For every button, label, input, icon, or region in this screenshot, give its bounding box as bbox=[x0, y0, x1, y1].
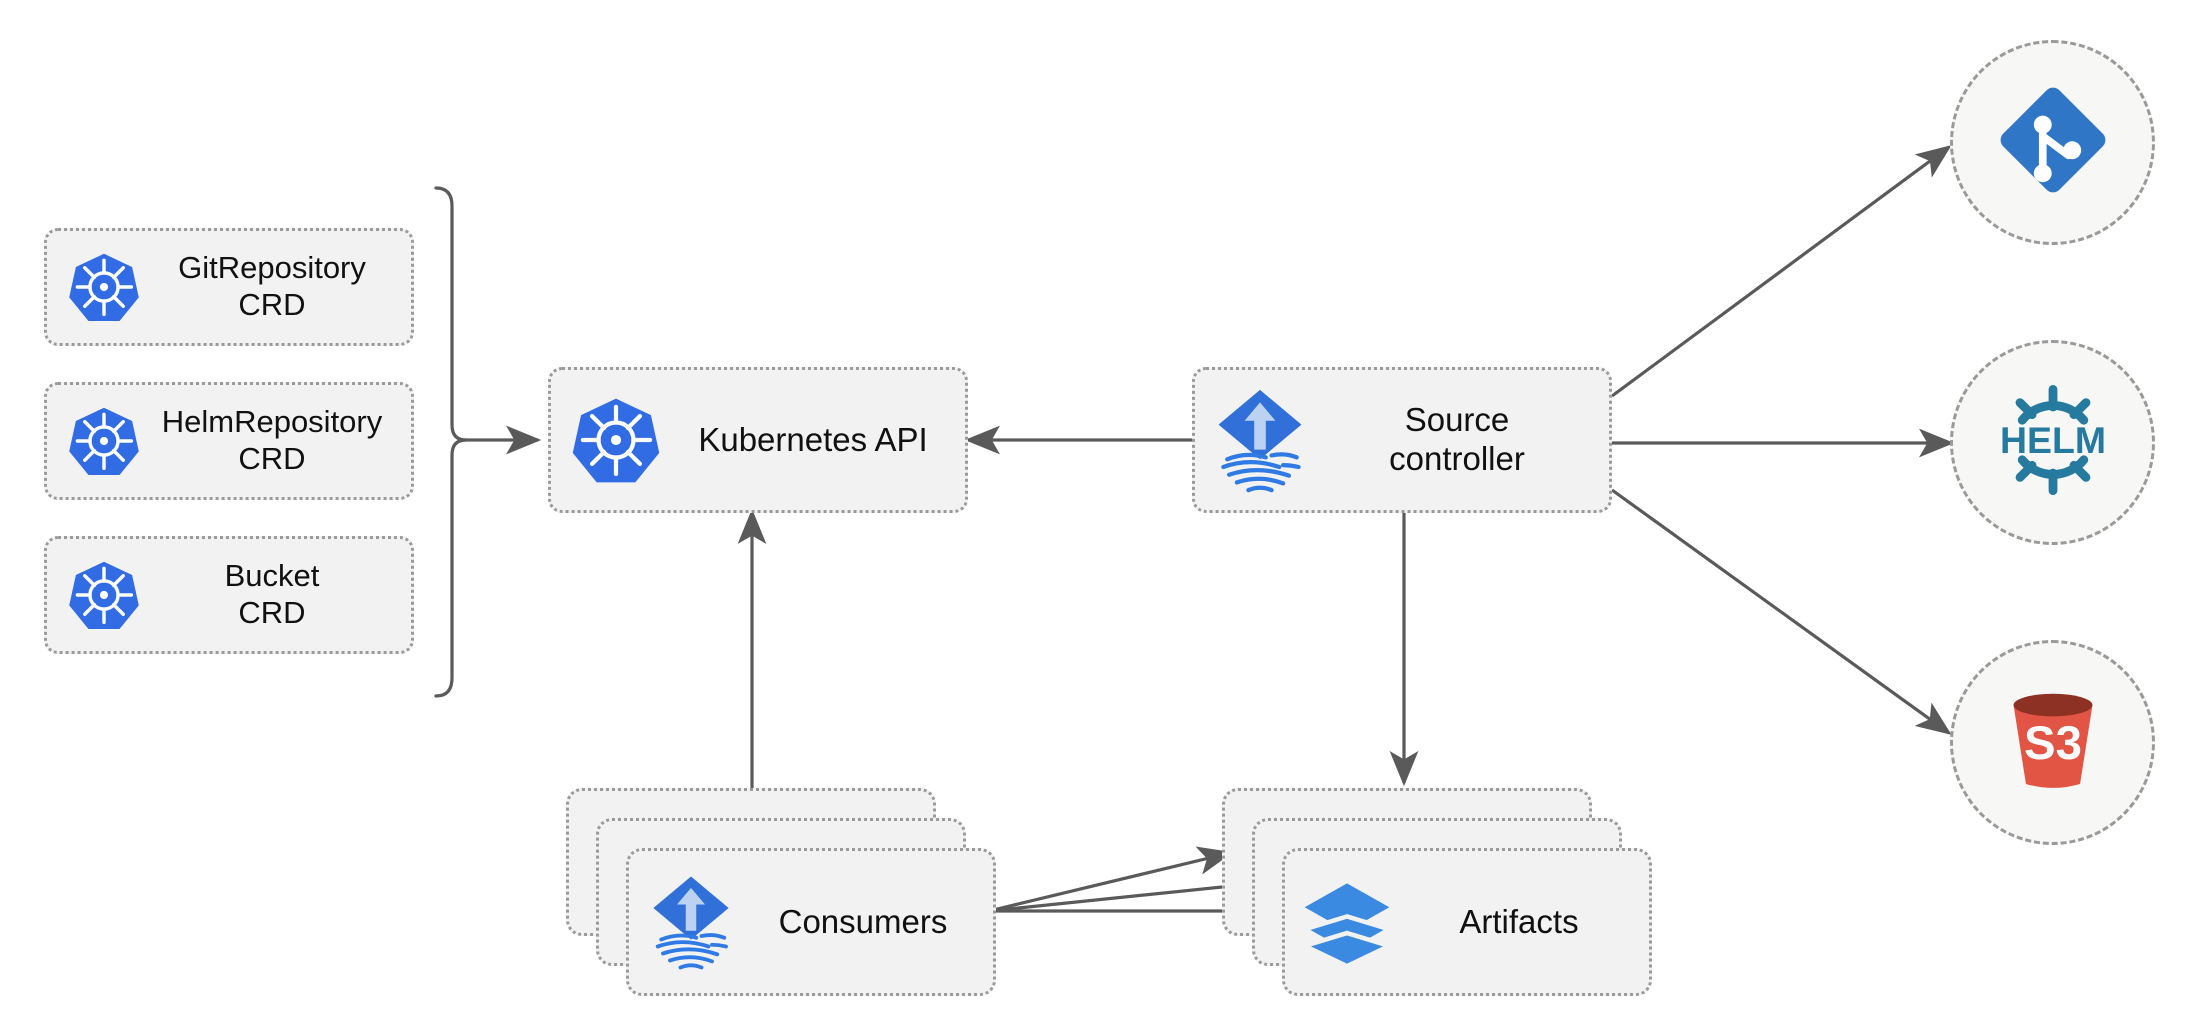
kubernetes-icon bbox=[61, 250, 147, 324]
edge-source-to-git bbox=[1611, 145, 1952, 398]
node-helm-external[interactable]: HELM bbox=[1950, 340, 2155, 545]
crd-group-bracket bbox=[434, 186, 467, 698]
node-label: Artifacts bbox=[1459, 903, 1579, 940]
git-icon bbox=[1989, 76, 2117, 209]
s3-label: S3 bbox=[2024, 717, 2082, 770]
node-gitrepository-crd[interactable]: GitRepository CRD bbox=[44, 228, 414, 346]
flux-icon bbox=[1205, 386, 1315, 494]
artifacts-stack-layer-front[interactable]: Artifacts bbox=[1282, 848, 1652, 996]
node-bucket-crd[interactable]: Bucket CRD bbox=[44, 536, 414, 654]
edge-consumers-to-artifacts-1 bbox=[988, 846, 1234, 913]
helm-icon: HELM bbox=[1987, 374, 2119, 511]
edge-source-to-s3 bbox=[1611, 488, 1952, 735]
node-label: Kubernetes API bbox=[698, 420, 928, 458]
node-git-external[interactable] bbox=[1950, 40, 2155, 245]
kubernetes-icon bbox=[61, 404, 147, 478]
flux-icon bbox=[639, 873, 743, 971]
node-s3-external[interactable]: S3 bbox=[1950, 640, 2155, 845]
node-label: Source controller bbox=[1389, 401, 1525, 477]
node-label: GitRepository CRD bbox=[178, 250, 366, 322]
s3-bucket-icon: S3 bbox=[1991, 678, 2115, 807]
node-kubernetes-api[interactable]: Kubernetes API bbox=[548, 367, 968, 513]
edge-consumers-to-artifacts-2 bbox=[988, 871, 1265, 913]
node-label: Consumers bbox=[778, 903, 948, 940]
kubernetes-icon bbox=[561, 394, 671, 486]
node-label: Bucket CRD bbox=[224, 558, 320, 630]
kubernetes-icon bbox=[61, 558, 147, 632]
consumers-stack-layer-front[interactable]: Consumers bbox=[626, 848, 996, 996]
node-helmrepository-crd[interactable]: HelmRepository CRD bbox=[44, 382, 414, 500]
node-source-controller[interactable]: Source controller bbox=[1192, 367, 1612, 513]
node-label: HelmRepository CRD bbox=[161, 404, 383, 476]
helm-label: HELM bbox=[2000, 419, 2106, 461]
layers-icon bbox=[1295, 876, 1399, 968]
